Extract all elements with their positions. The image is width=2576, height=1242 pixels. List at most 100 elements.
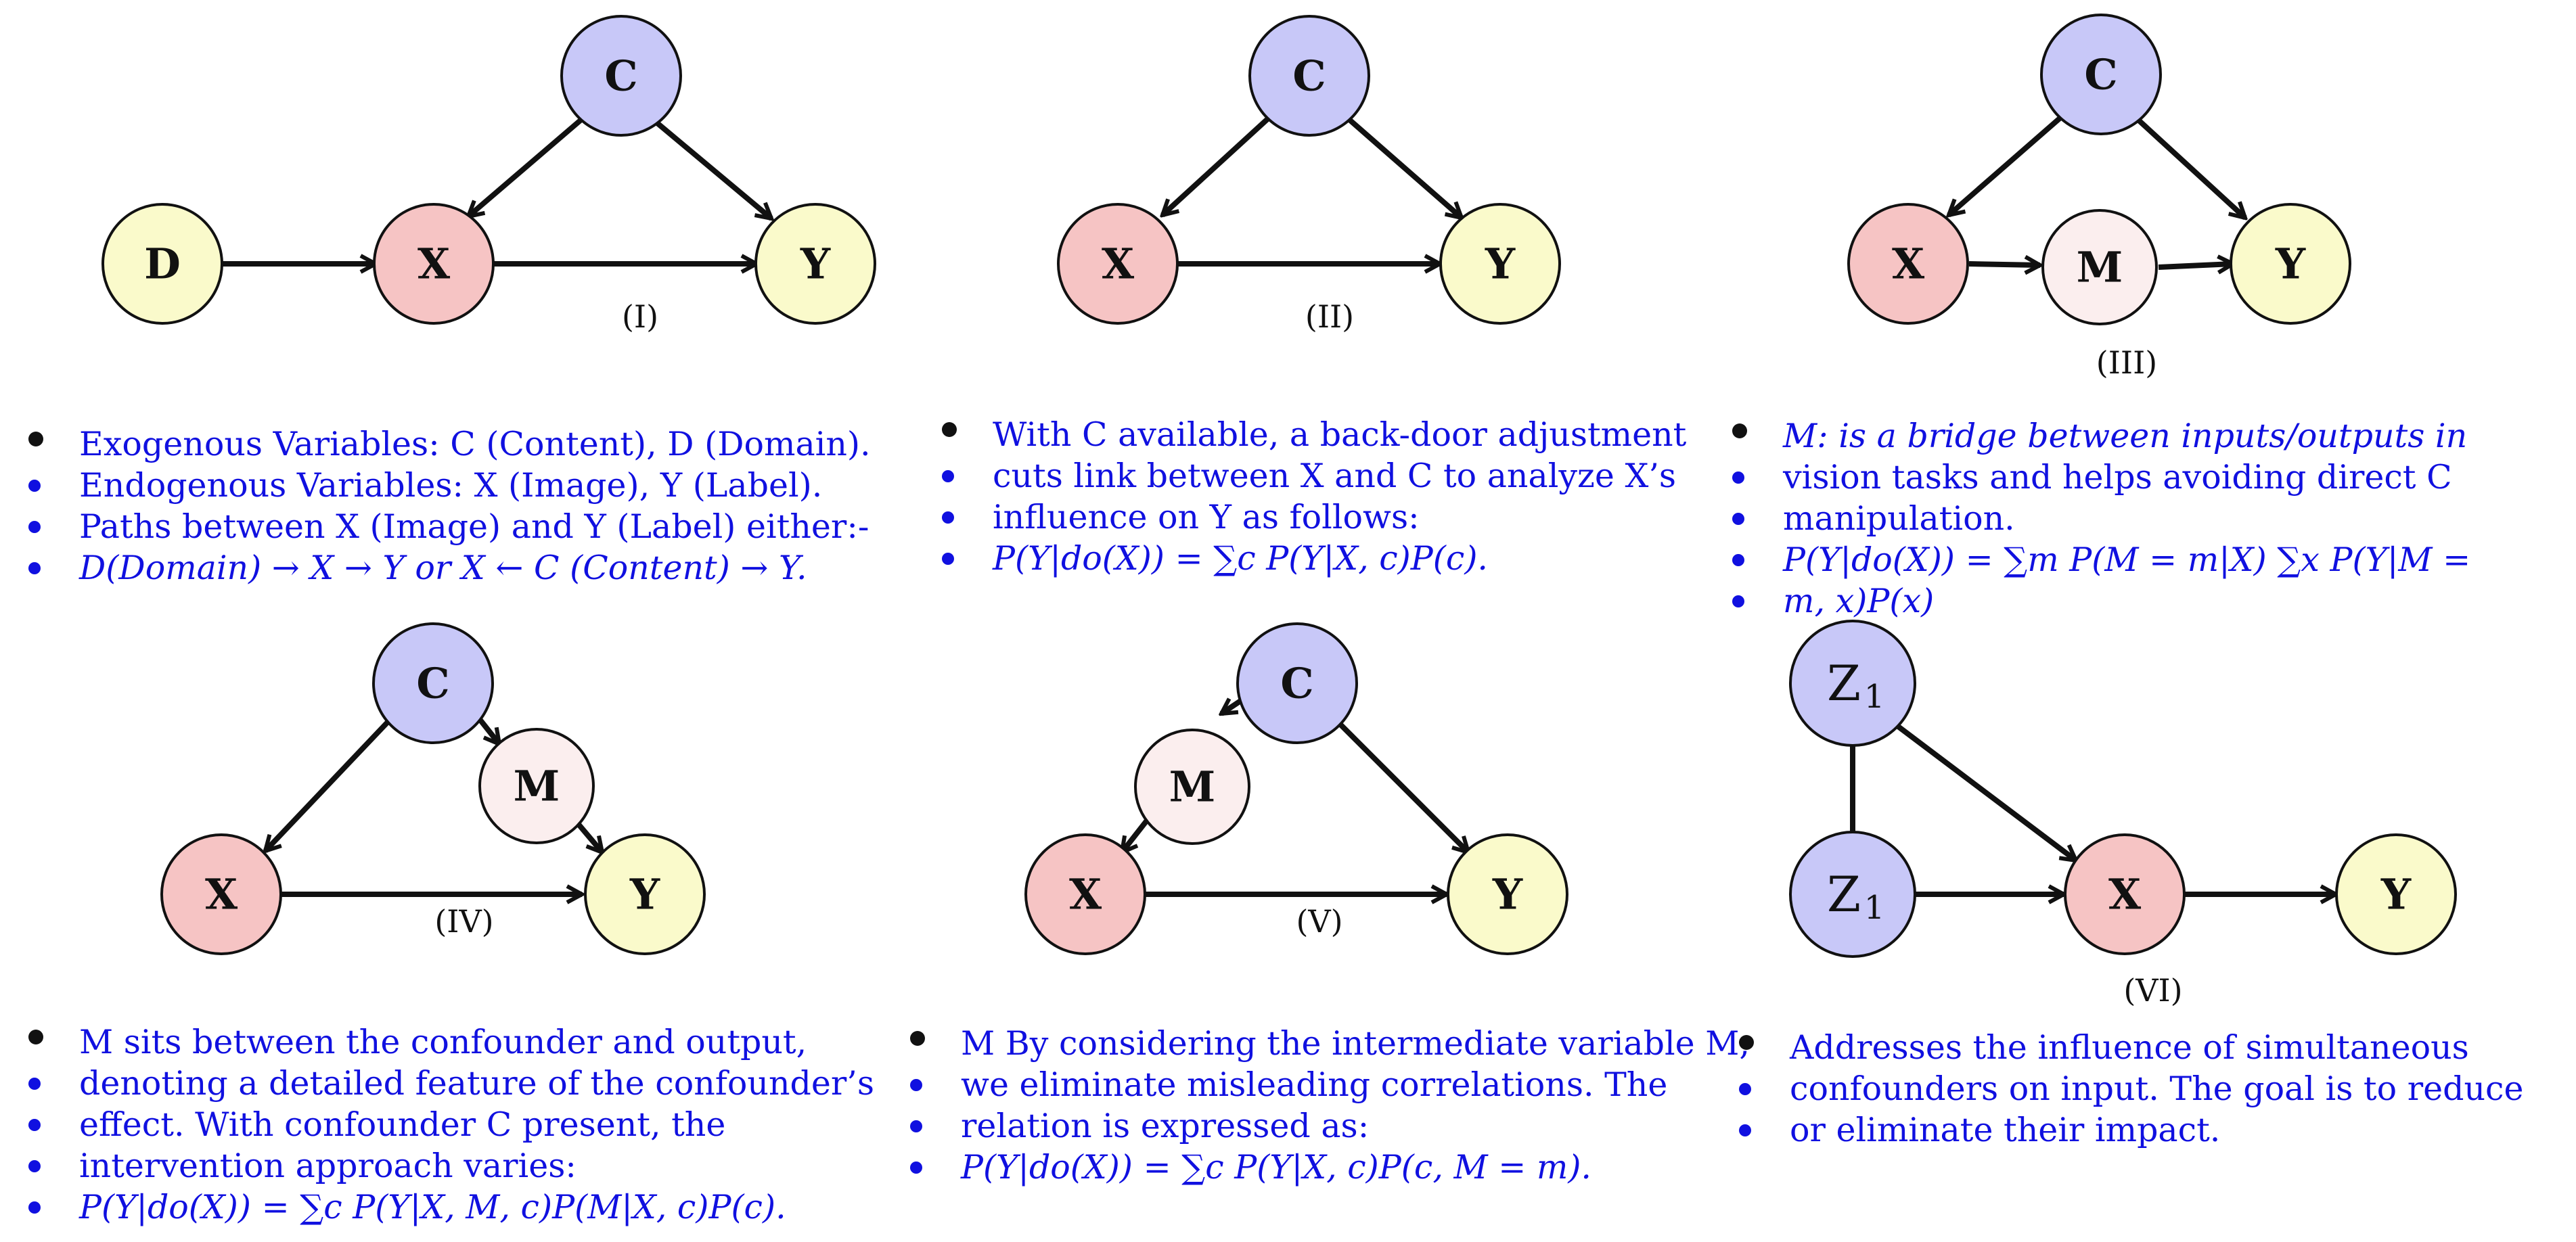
node-label: C [1280,659,1313,708]
node-X: X [373,203,495,325]
node-C: C [372,622,494,744]
node-M: M [1134,729,1250,845]
diagram-I: C D X Y (I) [101,15,876,335]
note-line: manipulation. [1732,498,2558,539]
node-label: Z [1827,866,1861,923]
node-X: X [1057,203,1179,325]
node-label: M [1169,762,1216,812]
node-Y: Y [1439,203,1561,325]
caption: (I) [622,298,658,335]
node-C: C [2040,14,2162,135]
diagram-II: C X Y (II) [1057,15,1561,335]
edge-C-to-X [1162,112,1275,215]
edge-C-to-X [265,715,394,851]
node-Y: Y [2335,833,2457,955]
diagram-IV: C M X Y (IV) [160,622,706,955]
node-M: M [478,728,595,844]
note-line: Paths between X (Image) and Y (Label) ei… [28,506,922,547]
node-label: Y [1485,239,1516,289]
node-label: C [1292,51,1326,101]
node-subscript: 1 [1864,889,1885,927]
note-line: Endogenous Variables: X (Image), Y (Labe… [28,465,922,506]
note-line: relation is expressed as: [910,1105,1763,1147]
note-line: P(Y|do(X)) = ∑c P(Y|X, c)P(c). [942,538,1700,579]
node-label: X [1102,239,1135,289]
notes-I: Exogenous Variables: C (Content), D (Dom… [28,423,922,589]
node-label: X [417,239,451,289]
note-line: P(Y|do(X)) = ∑c P(Y|X, c)P(c, M = m). [910,1147,1763,1188]
node-X: X [160,833,282,955]
node-C: C [1248,15,1370,137]
node-label: Y [800,239,831,289]
node-Z1-top: Z 1 [1789,620,1916,747]
node-X: X [2064,833,2186,955]
edge-X-to-M [1968,264,2040,265]
node-label: X [205,870,238,919]
edge-M-to-Y [2158,264,2233,267]
note-line: vision tasks and helps avoiding direct C [1732,457,2558,498]
note-line: intervention approach varies: [28,1145,922,1187]
node-label: M [514,762,560,811]
note-line: P(Y|do(X)) = ∑c P(Y|X, M, c)P(M|X, c)P(c… [28,1187,922,1228]
node-X: X [1024,833,1146,955]
edge-C-to-X [468,112,589,216]
note-line: cuts link between X and C to analyze X’s [942,455,1700,497]
caption: (VI) [2123,972,2182,1009]
node-C: C [1236,622,1358,744]
node-subscript: 1 [1864,678,1885,716]
edge-C-to-Y [1340,111,1462,218]
notes-VI: Addresses the influence of simultaneous … [1739,1027,2564,1151]
notes-IV: M sits between the confounder and output… [28,1021,922,1228]
diagram-V: C M X Y (V) [1024,622,1568,955]
note-line: D(Domain) → X → Y or X ← C (Content) → Y… [28,547,922,589]
edge-M-to-Y [574,820,602,852]
edge-C-to-Y [1338,722,1468,852]
node-label: X [2108,870,2142,919]
node-Y: Y [584,833,706,955]
note-line: m, x)P(x) [1732,580,2558,622]
note-line: M sits between the confounder and output… [28,1021,922,1063]
edge-C-to-X [1949,111,2067,215]
node-label: C [2084,50,2117,99]
note-line: With C available, a back-door adjustment [942,414,1700,455]
note-line: M: is a bridge between inputs/outputs in [1732,415,2558,457]
node-label: C [604,51,637,101]
diagram-VI: Z 1 Z 1 X Y (VI) [1789,620,2457,1009]
note-line: Exogenous Variables: C (Content), D (Dom… [28,423,922,465]
node-label: Y [629,870,660,919]
diagram-III: C X M Y (III) [1847,14,2351,381]
node-Z1-bottom: Z 1 [1789,831,1916,958]
edge-C-to-Y [2129,112,2245,218]
note-line: we eliminate misleading correlations. Th… [910,1064,1763,1105]
notes-III: M: is a bridge between inputs/outputs in… [1732,415,2558,622]
caption: (II) [1305,298,1354,335]
note-line: denoting a detailed feature of the confo… [28,1063,922,1104]
note-line: effect. With confounder C present, the [28,1104,922,1145]
note-line: M By considering the intermediate variab… [910,1023,1763,1064]
note-line: P(Y|do(X)) = ∑m P(M = m|X) ∑x P(Y|M = [1732,539,2558,580]
notes-V: M By considering the intermediate variab… [910,1023,1763,1188]
node-Y: Y [754,203,876,325]
node-label: Y [2275,239,2306,289]
node-Y: Y [2230,203,2351,325]
note-line: Addresses the influence of simultaneous [1739,1027,2564,1068]
node-Y: Y [1447,833,1568,955]
node-C: C [560,15,682,137]
caption: (III) [2096,344,2157,381]
node-label: X [1892,239,1925,289]
notes-II: With C available, a back-door adjustment… [942,414,1700,579]
node-D: D [101,203,223,325]
node-label: C [416,659,449,708]
edge-C-to-Y [646,112,771,218]
node-X: X [1847,203,1969,325]
node-label: D [144,239,181,289]
node-label: X [1069,870,1102,919]
node-label: Y [1492,870,1523,919]
node-M: M [2041,209,2158,325]
caption: (V) [1296,903,1342,940]
caption: (IV) [434,903,493,940]
node-label: Y [2380,870,2412,919]
note-line: confounders on input. The goal is to red… [1739,1068,2564,1109]
node-label: M [2077,243,2123,292]
